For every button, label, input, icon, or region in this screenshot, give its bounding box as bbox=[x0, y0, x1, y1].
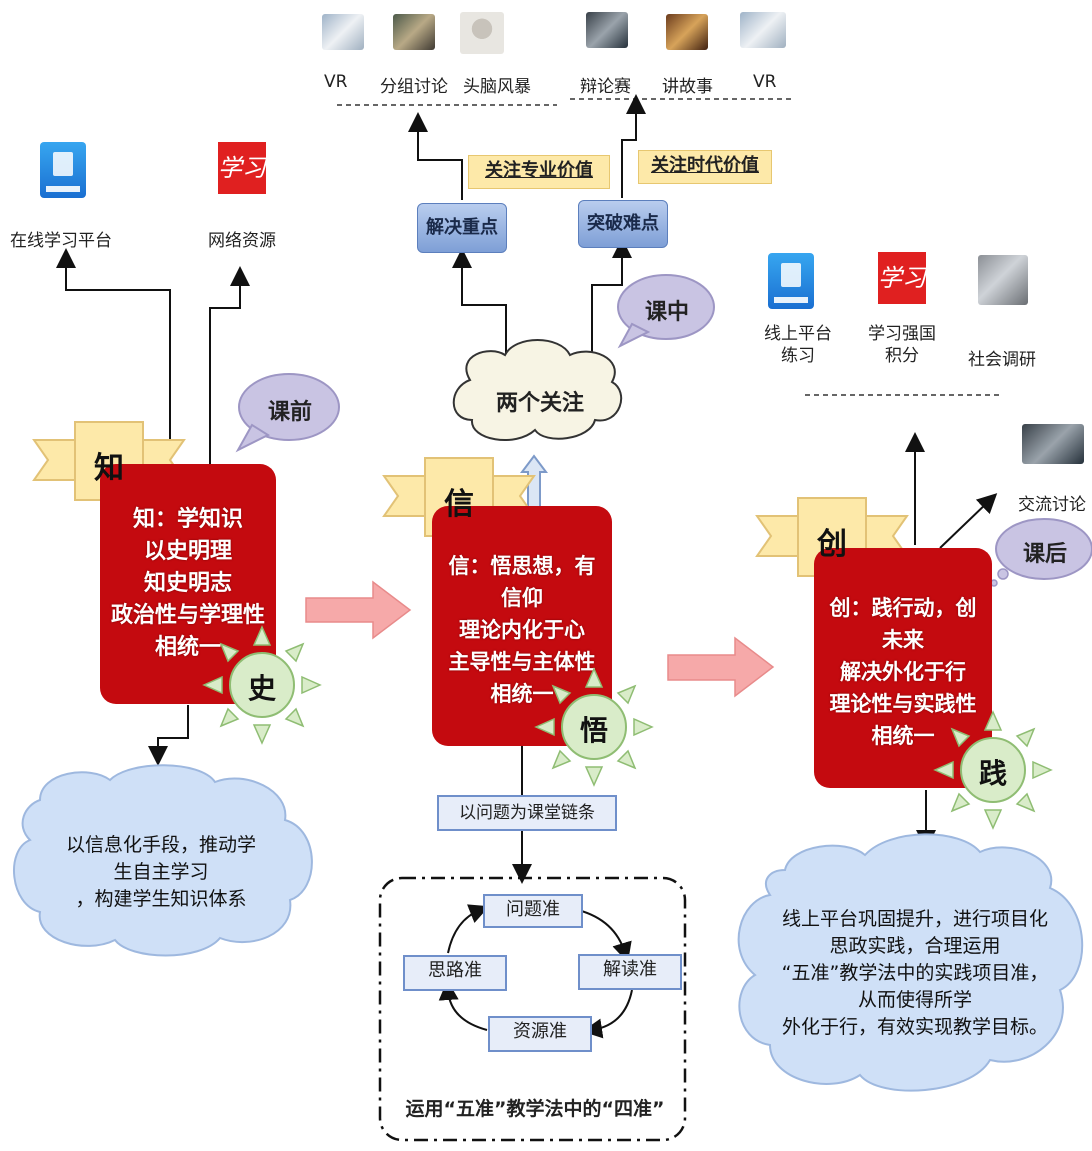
cycle-interpretation[interactable]: 解读准 bbox=[578, 954, 682, 990]
sun-label-practice: 践 bbox=[978, 757, 1007, 790]
method-label-brainstorm: 头脑风暴 bbox=[463, 77, 531, 97]
key-point-button[interactable]: 解决重点 bbox=[417, 203, 507, 253]
post-resource-online-practice: 线上平台 练习 bbox=[764, 323, 832, 367]
method-label-debate: 辩论赛 bbox=[580, 77, 631, 97]
post-resource-line: 练习 bbox=[781, 346, 815, 366]
stage-card-line: 解决外化于行 bbox=[840, 660, 966, 684]
method-photo-storytelling bbox=[666, 14, 708, 50]
sun-shape bbox=[933, 710, 1053, 830]
ribbon-label-create: 创 bbox=[817, 527, 847, 562]
post-resource-line: 积分 bbox=[885, 346, 919, 366]
cloud-right-line: 外化于行，有效实现教学目标。 bbox=[781, 1016, 1048, 1038]
method-photo-debate bbox=[586, 12, 628, 48]
cycle-question[interactable]: 问题准 bbox=[483, 894, 583, 928]
bubble-in-class-shape bbox=[617, 274, 715, 349]
post-resource-line: 线上平台 bbox=[764, 324, 832, 344]
method-photo-vr-2 bbox=[740, 12, 786, 48]
post-resource-points: 学习强国 积分 bbox=[868, 323, 936, 367]
bubble-pre-class: 课前 bbox=[267, 400, 312, 425]
ribbon-label-belief: 信 bbox=[444, 487, 474, 522]
method-label-vr: VR bbox=[324, 72, 348, 92]
sun-shape bbox=[202, 625, 322, 745]
cloud-right-line: 线上平台巩固提升，进行项目化 bbox=[781, 908, 1048, 930]
stage-card-line: 理论内化于心 bbox=[459, 618, 585, 642]
method-label-group-discussion: 分组讨论 bbox=[380, 77, 448, 97]
cloud-right-line: “五准”教学法中的实践项目准， bbox=[781, 962, 1049, 984]
bubble-in-class: 课中 bbox=[644, 300, 689, 325]
two-focus-cloud: 两个关注 bbox=[495, 391, 584, 416]
cloud-right-shape bbox=[737, 833, 1084, 1092]
stage-card-line: 知：学知识 bbox=[132, 507, 243, 532]
stage-card-line: 政治性与学理性 bbox=[110, 603, 265, 628]
banner-era-value: 关注时代价值 bbox=[638, 150, 772, 184]
cloud-left-line: 以信息化手段，推动学 bbox=[65, 834, 256, 856]
bubble-post-class-shape bbox=[990, 518, 1092, 587]
stage-card-line: 创：践行动，创 bbox=[829, 596, 977, 620]
post-resource-line: 学习强国 bbox=[868, 324, 936, 344]
web-resources-label: 网络资源 bbox=[208, 231, 276, 251]
cycle-caption: 运用“五准”教学法中的“四准” bbox=[405, 1098, 665, 1120]
stage-card-line: 主导性与主体性 bbox=[448, 650, 596, 674]
cloud-right-text: 线上平台巩固提升，进行项目化 思政实践，合理运用 “五准”教学法中的实践项目准，… bbox=[770, 906, 1060, 1041]
xuexi-qiangguo-icon: 学习 bbox=[218, 142, 266, 194]
ribbon-label-knowledge: 知 bbox=[94, 451, 124, 486]
cloud-right-line: 从而使得所学 bbox=[857, 989, 972, 1011]
sun-shape bbox=[534, 667, 654, 787]
stage-card-line: 未来 bbox=[882, 628, 924, 652]
bubble-post-class: 课后 bbox=[1022, 542, 1067, 567]
cloud-left-line: 生自主学习 bbox=[113, 861, 209, 883]
difficulty-button[interactable]: 突破难点 bbox=[578, 200, 668, 248]
post-resource-social-survey: 社会调研 bbox=[968, 350, 1036, 370]
exchange-discussion-label: 交流讨论 bbox=[1018, 495, 1086, 515]
method-label-vr-2: VR bbox=[753, 72, 777, 92]
stage-card-line: 以史明理 bbox=[143, 539, 232, 564]
method-photo-brainstorm bbox=[460, 12, 504, 54]
cycle-resource[interactable]: 资源准 bbox=[488, 1016, 592, 1052]
bubble-pre-class-shape bbox=[235, 373, 340, 453]
stage-card-line: 理论性与实践性 bbox=[829, 692, 977, 716]
stage-card-create: 创：践行动，创 未来 解决外化于行 理论性与实践性 相统一 bbox=[814, 548, 992, 788]
social-survey-photo bbox=[978, 255, 1028, 305]
cycle-approach[interactable]: 思路准 bbox=[403, 955, 507, 991]
online-platform-icon bbox=[40, 142, 86, 198]
xuexi-qiangguo-icon: 学习 bbox=[878, 252, 926, 304]
banner-professional-value: 关注专业价值 bbox=[468, 155, 610, 189]
exchange-discussion-photo bbox=[1022, 424, 1084, 464]
cloud-right-line: 思政实践，合理运用 bbox=[829, 935, 1001, 957]
stage-card-line: 信：悟思想，有 bbox=[448, 554, 596, 578]
method-photo-group-discussion bbox=[393, 14, 435, 50]
stage-card-line: 相统一 bbox=[871, 724, 935, 748]
stage-card-line: 知史明志 bbox=[143, 571, 232, 596]
stage-card-line: 相统一 bbox=[154, 635, 221, 660]
method-photo-vr bbox=[322, 14, 364, 50]
sun-label-history: 史 bbox=[247, 672, 276, 705]
online-learning-platform-label: 在线学习平台 bbox=[10, 231, 112, 251]
question-chain-label: 以问题为课堂链条 bbox=[437, 795, 617, 831]
stage-card-line: 相统一 bbox=[490, 682, 554, 706]
stage-card-line: 信仰 bbox=[501, 586, 543, 610]
online-platform-icon bbox=[768, 253, 814, 309]
cloud-left-text: 以信息化手段，推动学 生自主学习 ，构建学生知识体系 bbox=[46, 832, 276, 913]
method-label-storytelling: 讲故事 bbox=[662, 77, 713, 97]
cloud-left-shape bbox=[13, 764, 313, 957]
cloud-left-line: ，构建学生知识体系 bbox=[75, 888, 247, 910]
sun-label-insight: 悟 bbox=[579, 714, 608, 747]
